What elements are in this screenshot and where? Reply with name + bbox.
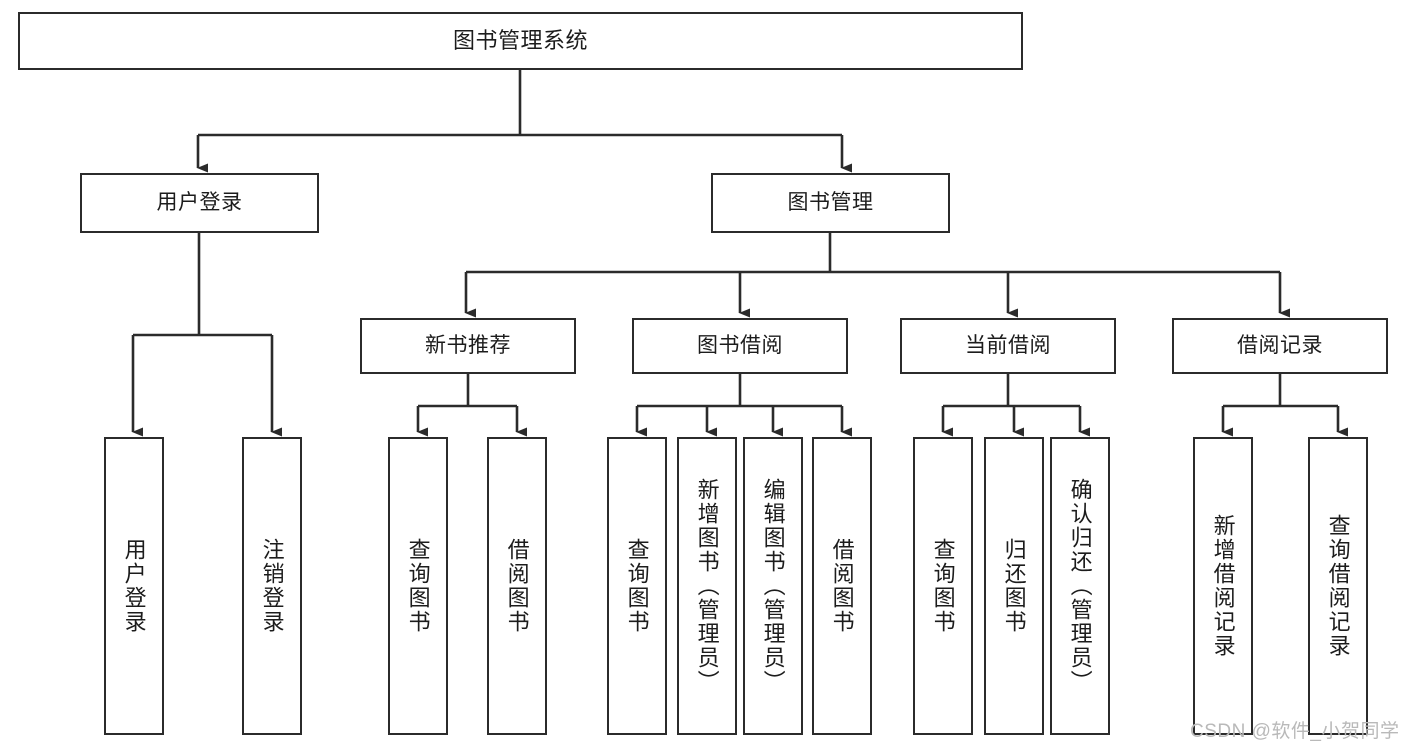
leaf-return-book[interactable]: 归还图书 <box>984 437 1044 735</box>
node-label: 查询借阅记录 <box>1325 514 1351 658</box>
node-label: 图书管理 <box>787 190 874 214</box>
leaf-borrow-book-2[interactable]: 借阅图书 <box>812 437 872 735</box>
node-user-login[interactable]: 用户登录 <box>80 173 319 233</box>
node-borrow-record[interactable]: 借阅记录 <box>1172 318 1388 374</box>
node-label: 编辑图书（管理员） <box>760 478 786 694</box>
node-label: 借阅记录 <box>1237 333 1323 357</box>
node-label: 注销登录 <box>259 538 285 634</box>
node-label: 借阅图书 <box>829 538 855 634</box>
node-new-book-recommend[interactable]: 新书推荐 <box>360 318 576 374</box>
node-current-borrow[interactable]: 当前借阅 <box>900 318 1116 374</box>
leaf-add-book[interactable]: 新增图书（管理员） <box>677 437 737 735</box>
leaf-edit-book[interactable]: 编辑图书（管理员） <box>743 437 803 735</box>
node-label: 查询图书 <box>405 538 431 634</box>
leaf-user-logout[interactable]: 注销登录 <box>242 437 302 735</box>
node-book-borrow[interactable]: 图书借阅 <box>632 318 848 374</box>
node-label: 图书借阅 <box>697 333 783 357</box>
leaf-user-login[interactable]: 用户登录 <box>104 437 164 735</box>
leaf-borrow-book-1[interactable]: 借阅图书 <box>487 437 547 735</box>
node-label: 确认归还（管理员） <box>1067 478 1093 694</box>
node-root-library-system[interactable]: 图书管理系统 <box>18 12 1023 70</box>
node-label: 图书管理系统 <box>452 28 588 54</box>
node-label: 新增图书（管理员） <box>694 478 720 694</box>
node-label: 新书推荐 <box>425 333 511 357</box>
leaf-add-record[interactable]: 新增借阅记录 <box>1193 437 1253 735</box>
node-label: 查询图书 <box>930 538 956 634</box>
node-label: 查询图书 <box>624 538 650 634</box>
node-label: 用户登录 <box>156 190 243 214</box>
leaf-query-book-3[interactable]: 查询图书 <box>913 437 973 735</box>
node-label: 用户登录 <box>121 538 147 634</box>
node-book-manage[interactable]: 图书管理 <box>711 173 950 233</box>
node-label: 新增借阅记录 <box>1210 514 1236 658</box>
node-label: 归还图书 <box>1001 538 1027 634</box>
node-label: 借阅图书 <box>504 538 530 634</box>
leaf-query-record[interactable]: 查询借阅记录 <box>1308 437 1368 735</box>
leaf-query-book-1[interactable]: 查询图书 <box>388 437 448 735</box>
leaf-query-book-2[interactable]: 查询图书 <box>607 437 667 735</box>
leaf-confirm-return[interactable]: 确认归还（管理员） <box>1050 437 1110 735</box>
csdn-watermark: CSDN @软件_小贺同学 <box>1190 721 1400 742</box>
node-label: 当前借阅 <box>965 333 1051 357</box>
